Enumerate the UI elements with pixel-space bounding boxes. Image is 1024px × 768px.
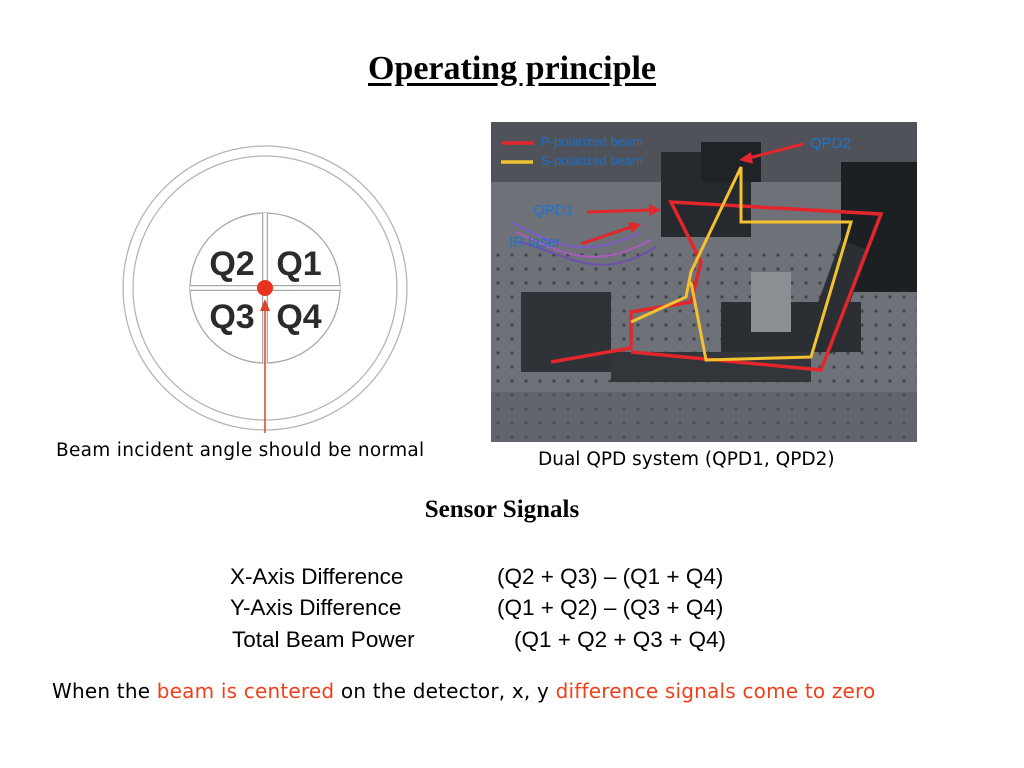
page-title: Operating principle xyxy=(367,50,657,87)
beam-spot xyxy=(257,280,273,296)
signal-formula: (Q1 + Q2 + Q3 + Q4) xyxy=(514,627,726,652)
ir-laser-arrow xyxy=(580,225,632,246)
legend-p-polarized: P-polarized beam xyxy=(541,134,643,149)
signal-name: Total Beam Power xyxy=(232,627,415,652)
p-polarized-beam-path xyxy=(550,200,884,372)
quadrant-q4-label: Q4 xyxy=(276,298,321,336)
arrow-head-icon xyxy=(260,299,270,311)
arrow-head-icon xyxy=(649,204,661,216)
signal-formula: (Q2 + Q3) – (Q1 + Q4) xyxy=(497,564,724,589)
qpd1-arrow xyxy=(586,208,652,214)
quadrant-q3-label: Q3 xyxy=(209,298,254,336)
qpd-caption: Beam incident angle should be normal xyxy=(56,440,425,461)
signal-formula: (Q1 + Q2) – (Q3 + Q4) xyxy=(497,595,724,620)
conclusion-highlight-zero: difference signals come to zero xyxy=(555,679,876,703)
photo-caption: Dual QPD system (QPD1, QPD2) xyxy=(538,449,835,470)
signal-name: X-Axis Difference xyxy=(230,564,404,589)
qpd1-callout: QPD1 xyxy=(533,202,574,219)
conclusion-text: When the beam is centered on the detecto… xyxy=(52,679,875,703)
arrow-head-icon xyxy=(628,222,641,233)
quadrant-q1-label: Q1 xyxy=(276,245,321,283)
legend-s-polarized: S-polarized beam xyxy=(541,153,643,168)
quadrant-q2-label: Q2 xyxy=(209,245,254,283)
sensor-signals-heading: Sensor Signals xyxy=(424,496,580,523)
s-polarized-beam-path xyxy=(630,166,854,362)
dual-qpd-photo: P-polarized beam S-polarized beam QPD2 Q… xyxy=(491,122,917,442)
conclusion-part2: on the detector, x, y xyxy=(334,679,556,703)
conclusion-part1: When the xyxy=(52,679,157,703)
qpd2-arrow xyxy=(748,142,804,160)
qpd-diagram: Q2 Q1 Q3 Q4 xyxy=(122,145,408,433)
qpd2-callout: QPD2 xyxy=(810,135,851,152)
conclusion-highlight-centered: beam is centered xyxy=(156,679,335,703)
signal-name: Y-Axis Difference xyxy=(230,595,402,620)
arrow-head-icon xyxy=(739,152,753,164)
ir-laser-callout: IR laser xyxy=(509,234,561,251)
